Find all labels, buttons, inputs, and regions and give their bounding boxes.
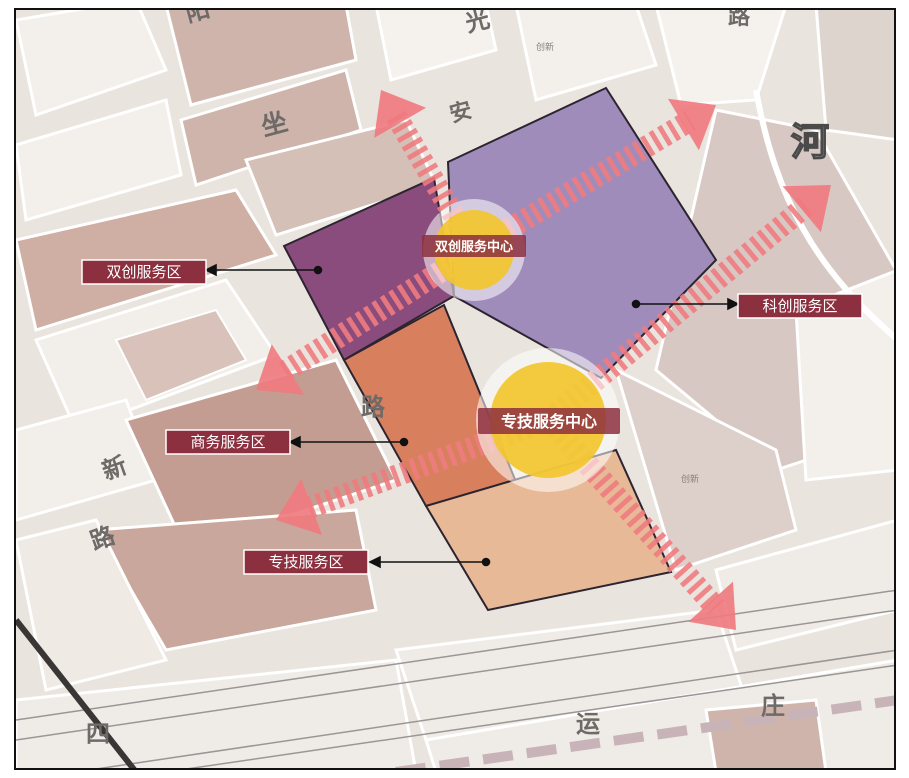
center-label-bg-2 xyxy=(478,408,620,434)
axis-shaft-4 xyxy=(275,240,480,384)
axis-shaft-3 xyxy=(540,195,815,429)
railway xyxy=(16,589,894,768)
axis-arrowhead-1 xyxy=(374,90,427,138)
zone-tags: 双创服务区 科创服务区 商务服务区 专技服务区 xyxy=(81,259,863,575)
axis-arrowhead-2 xyxy=(667,98,716,151)
center-label-shuangchuang: 双创服务中心 xyxy=(435,239,513,255)
zone-tag-zhuanji: 专技服务区 xyxy=(268,553,343,571)
street-char-9: 四 xyxy=(86,720,110,748)
axis-arrowhead-5 xyxy=(276,478,323,536)
zone-tag-bg-2 xyxy=(737,293,863,319)
city-blocks xyxy=(16,10,894,768)
center-labels: 双创服务中心 专技服务中心 xyxy=(422,235,620,434)
center-label-bg-1 xyxy=(422,235,526,257)
plot-label-1: 创新 xyxy=(536,41,554,53)
street-char-6: 路 xyxy=(361,393,386,421)
street-char-10: 运 xyxy=(576,710,600,738)
axis-arrowhead-6 xyxy=(688,581,736,630)
street-char-1: 阳 xyxy=(182,10,212,28)
zone-tag-bg-1 xyxy=(81,259,207,285)
plot-label-2: 创新 xyxy=(681,473,699,485)
map-frame: 创新 创新 双创服务中心 专技服务中心 双创服务区 科创服务区 xyxy=(14,8,896,770)
leader-lines xyxy=(204,263,740,569)
center-label-zhuanji: 专技服务中心 xyxy=(501,412,597,431)
zone-tag-shuangchuang: 双创服务区 xyxy=(106,263,181,281)
zone-tag-shangwu: 商务服务区 xyxy=(190,433,265,451)
street-char-11: 庄 xyxy=(761,692,785,720)
street-char-river: 河 xyxy=(791,120,829,164)
zone-tag-bg-4 xyxy=(243,549,369,575)
axis-arrowhead-4 xyxy=(256,344,305,395)
planning-map: 创新 创新 双创服务中心 专技服务中心 双创服务区 科创服务区 xyxy=(16,10,894,768)
river-edge xyxy=(753,89,894,341)
axis-arrowhead-3 xyxy=(782,185,831,233)
street-char-3: 路 xyxy=(728,10,751,30)
zone-tag-kechuang: 科创服务区 xyxy=(762,297,837,315)
zone-tag-bg-3 xyxy=(165,429,291,455)
